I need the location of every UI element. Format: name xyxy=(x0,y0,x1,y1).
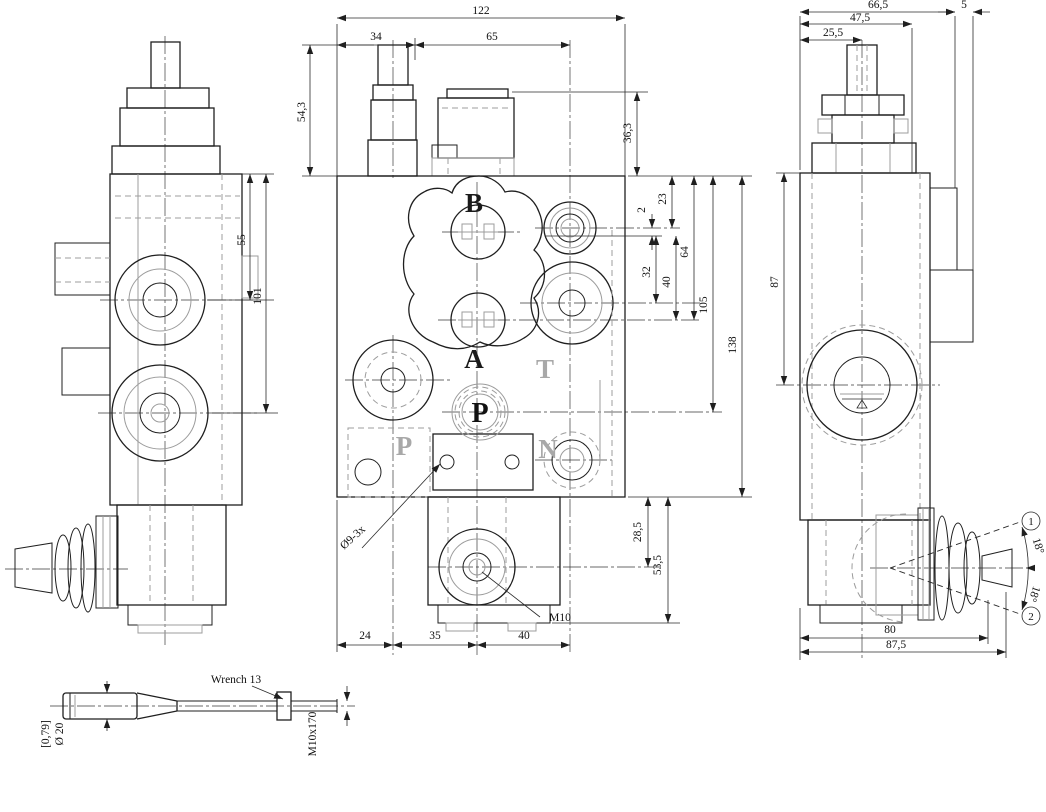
dim-35: 35 xyxy=(429,630,441,642)
front-view-centerlines xyxy=(345,40,722,655)
label-holes: Ø9-3x xyxy=(338,523,368,552)
dim-105: 105 xyxy=(698,296,710,314)
dim-40-bottom: 40 xyxy=(518,630,530,642)
dim-40: 40 xyxy=(661,276,673,288)
handle-diameter-label: Ø 20 xyxy=(54,722,66,745)
angle-18-lower: 18° xyxy=(1026,584,1043,603)
left-view-centerlines xyxy=(5,36,260,645)
right-view-dim-87: 87 xyxy=(769,172,800,385)
front-view-body xyxy=(336,44,626,632)
position-marker-2: 2 xyxy=(1028,611,1034,623)
dim-5: 5 xyxy=(961,0,967,11)
front-view-annotations: Ø9-3x M10 xyxy=(338,463,571,624)
port-label-b: B xyxy=(465,188,483,218)
front-view-top-dims: 122 34 65 xyxy=(336,5,626,176)
label-thread-m10: M10 xyxy=(549,612,571,624)
dim-2: 2 xyxy=(636,207,648,213)
dim-122: 122 xyxy=(472,5,490,17)
right-view-top-dims: 66,5 5 47,5 25,5 xyxy=(799,0,990,270)
front-view-lower-right-dims: 28,5 53,5 xyxy=(552,497,680,624)
dim-66-5: 66,5 xyxy=(868,0,888,11)
dim-54-3: 54,3 xyxy=(296,102,308,122)
rod-thread-label: M10x170 xyxy=(307,711,319,756)
front-view-right-chain-dims: 23 2 32 40 64 105 138 xyxy=(545,175,752,498)
dim-24: 24 xyxy=(359,630,371,642)
dim-64: 64 xyxy=(679,246,691,258)
dim-53-5: 53,5 xyxy=(652,555,664,575)
port-label-t: T xyxy=(536,354,554,384)
angle-18-upper: 18° xyxy=(1030,537,1046,556)
right-view-bottom-dims: 80 87,5 xyxy=(799,592,1007,660)
wrench-label: Wrench 13 xyxy=(211,674,262,686)
dim-101: 101 xyxy=(252,287,264,305)
port-label-a: A xyxy=(464,344,484,374)
front-view-dim-54-3: 54,3 xyxy=(296,44,374,177)
handle-tolerance-label: [0,79] xyxy=(40,720,52,748)
dim-25-5: 25,5 xyxy=(823,27,843,39)
dim-34: 34 xyxy=(370,31,382,43)
left-view-dim-55: 55 xyxy=(207,173,274,301)
dim-55: 55 xyxy=(236,234,248,246)
front-view: P B A P T N 122 34 65 54,3 xyxy=(296,5,752,655)
dim-28-5: 28,5 xyxy=(632,522,644,542)
right-view-angle-dims: 18° 18° 1 2 xyxy=(1021,511,1046,626)
left-side-view: 55 101 xyxy=(5,36,278,645)
logo-letter: P xyxy=(471,398,488,429)
left-view-lever xyxy=(14,515,119,613)
detail-geometry xyxy=(62,691,338,721)
right-view-body xyxy=(799,44,974,624)
detail-dims: [0,79] Ø 20 M10x170 Wrench 13 xyxy=(40,674,351,756)
left-view-dim-101: 101 xyxy=(212,174,278,414)
lever-rod-detail: [0,79] Ø 20 M10x170 Wrench 13 xyxy=(40,674,355,756)
dim-87-5: 87,5 xyxy=(886,639,906,651)
left-view-body xyxy=(54,41,259,634)
right-view-lever xyxy=(851,507,1021,623)
dim-65: 65 xyxy=(486,31,498,43)
front-view-logo-emblem: P xyxy=(451,383,509,441)
front-view-bottom-dims: 24 35 40 xyxy=(336,500,570,652)
port-label-p: P xyxy=(396,431,413,461)
position-marker-1: 1 xyxy=(1028,516,1034,528)
dim-23: 23 xyxy=(657,193,669,205)
dim-36-3: 36,3 xyxy=(622,123,634,143)
front-view-dim-36-3: 36,3 xyxy=(512,91,648,176)
dim-138: 138 xyxy=(727,336,739,354)
dim-32: 32 xyxy=(641,266,653,278)
front-view-port-labels: B A P T N xyxy=(396,188,559,464)
dim-87: 87 xyxy=(769,276,781,288)
right-side-view: 18° 18° 1 2 66,5 5 47,5 25,5 87 xyxy=(769,0,1046,660)
port-label-n: N xyxy=(538,434,558,464)
dim-47-5: 47,5 xyxy=(850,12,870,24)
dim-80: 80 xyxy=(884,624,896,636)
